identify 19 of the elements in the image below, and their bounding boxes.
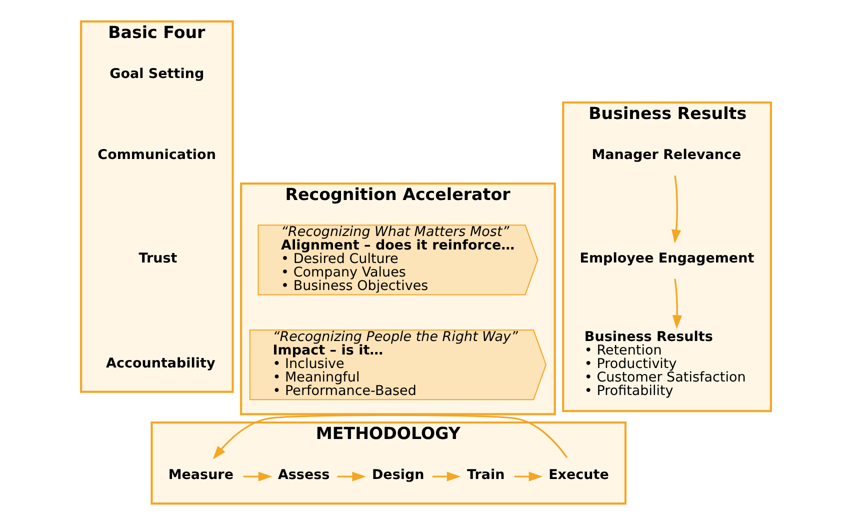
node-text: Manager Relevance	[592, 146, 742, 163]
arrow	[432, 471, 461, 481]
arrow	[672, 278, 682, 329]
arrow	[212, 414, 568, 460]
node-text: Goal Setting	[110, 65, 204, 82]
node-text: Employee Engagement	[580, 250, 754, 266]
arrow	[514, 471, 543, 481]
arrow	[243, 471, 272, 481]
node-text: Business Results • Retention • Productivity • Customer Satisfaction • Profitability	[584, 328, 746, 398]
arrow	[337, 471, 366, 481]
node-text: Communication	[98, 146, 216, 163]
node-text: Accountability	[106, 354, 216, 371]
node-text: Measure	[168, 466, 234, 483]
node-text: Trust	[138, 250, 178, 266]
node-text: Assess	[278, 466, 330, 483]
node-text: Execute	[548, 466, 609, 483]
node-text: Design	[372, 466, 424, 483]
node-text: Train	[467, 466, 505, 483]
arrow	[672, 175, 682, 243]
